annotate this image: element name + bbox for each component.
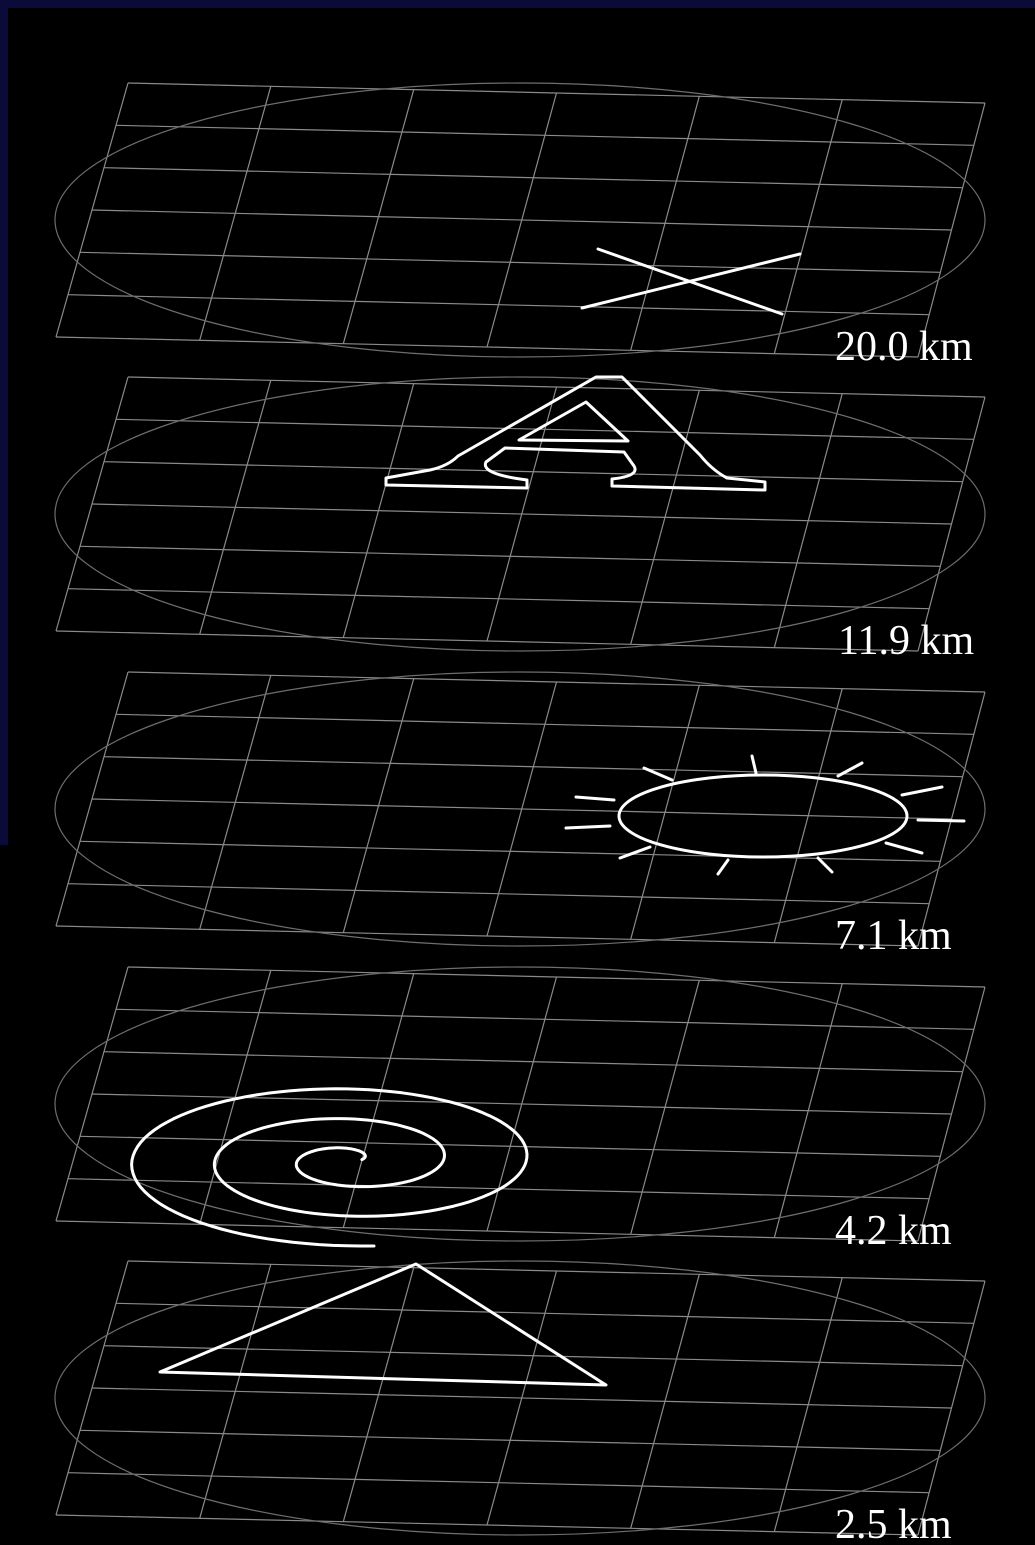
layer-2-5km: 2.5 km <box>54 1260 986 1545</box>
grid-line <box>67 588 930 610</box>
grid-line <box>79 840 941 862</box>
altitude-label-20km: 20.0 km <box>835 324 973 370</box>
grid-line <box>91 1387 952 1409</box>
sun-symbol <box>564 754 966 876</box>
layer-4-2km: 4.2 km <box>54 966 986 1254</box>
altitude-label-4-2km: 4.2 km <box>835 1208 952 1254</box>
spiral-symbol <box>130 1087 529 1248</box>
grid-line <box>127 1260 986 1282</box>
grid-line <box>79 251 941 273</box>
layer-disc <box>54 671 986 947</box>
grid-line <box>115 124 974 146</box>
grid-line <box>67 883 930 905</box>
grid-line <box>79 1429 941 1451</box>
grid-line <box>103 167 963 189</box>
layer-disc <box>54 82 986 358</box>
layer-disc <box>54 376 986 652</box>
grid-line <box>91 503 952 525</box>
grid-line <box>115 1008 974 1030</box>
top-border <box>0 0 1035 8</box>
grid-line <box>55 1220 919 1242</box>
layer-grid <box>55 376 986 652</box>
grid-line <box>55 630 919 652</box>
grid-line <box>103 1345 963 1367</box>
grid-line <box>115 1302 974 1324</box>
grid-line <box>103 461 963 483</box>
grid-line <box>127 376 986 398</box>
letter-a-symbol <box>384 375 767 492</box>
altitude-label-7-1km: 7.1 km <box>835 913 952 959</box>
layer-7-1km: 7.1 km <box>54 671 986 959</box>
grid-line <box>67 1472 930 1494</box>
grid-line <box>79 545 941 567</box>
grid-line <box>55 1514 919 1536</box>
altitude-label-2-5km: 2.5 km <box>835 1502 952 1545</box>
layer-grid <box>55 966 986 1242</box>
layer-grid <box>55 671 986 947</box>
grid-line <box>55 925 919 947</box>
grid-line <box>103 756 963 778</box>
layer-11-9km: 11.9 km <box>54 375 986 664</box>
triangle-symbol <box>158 1262 608 1387</box>
cross-symbol <box>580 247 802 316</box>
grid-line <box>91 798 952 820</box>
grid-line <box>127 671 986 693</box>
layer-grid <box>55 82 986 358</box>
altitude-label-11-9km: 11.9 km <box>838 618 974 664</box>
grid-line <box>91 209 952 231</box>
grid-line <box>67 294 930 316</box>
grid-line <box>115 713 974 735</box>
grid-line <box>103 1051 963 1073</box>
grid-line <box>127 966 986 988</box>
grid-line <box>115 418 974 440</box>
grid-line <box>79 1135 941 1157</box>
grid-line <box>91 1093 952 1115</box>
grid-line <box>127 82 986 104</box>
layer-disc <box>54 1260 986 1536</box>
grid-line <box>55 336 919 358</box>
left-border <box>0 0 8 845</box>
layer-disc <box>54 966 986 1242</box>
layer-20km: 20.0 km <box>54 82 986 370</box>
layer-grid <box>55 1260 986 1536</box>
